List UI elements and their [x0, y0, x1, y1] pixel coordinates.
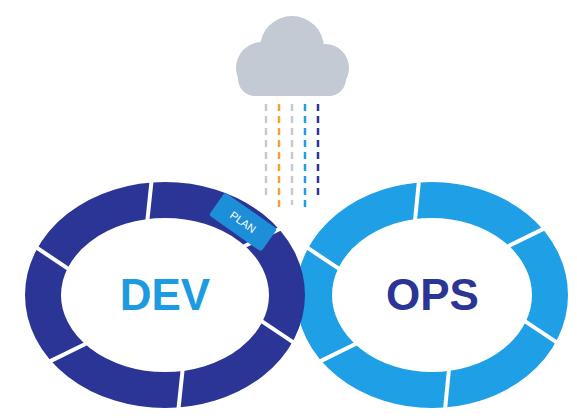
ops-loop: OPS	[290, 180, 575, 410]
loop-title: OPS	[386, 270, 479, 320]
dev-loop: DEV	[20, 180, 310, 410]
stage-label: PLAN	[228, 209, 258, 235]
loop-title: DEV	[120, 270, 210, 320]
